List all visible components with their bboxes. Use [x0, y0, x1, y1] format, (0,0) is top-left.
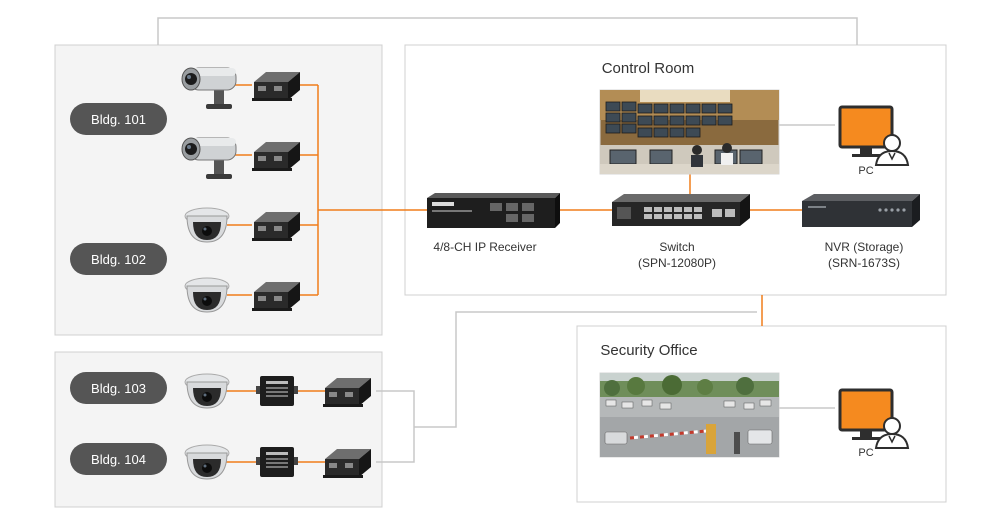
gray-links	[157, 17, 858, 463]
control-room-photo	[599, 89, 780, 175]
security-office-title: Security Office	[600, 342, 697, 359]
transmitter-icon	[256, 447, 298, 477]
bldg-pill-104: Bldg. 104	[70, 443, 167, 475]
transmitter-icon	[256, 376, 298, 406]
bldg-label-103: Bldg. 103	[91, 381, 146, 396]
network-switch-icon	[612, 194, 750, 226]
receiver-label: 4/8-CH IP Receiver	[433, 240, 536, 254]
switch-label: Switch	[659, 240, 694, 254]
nvr-icon	[802, 194, 920, 227]
security-office-pc-label: PC	[858, 447, 873, 459]
switch-model-label: (SPN-12080P)	[638, 256, 716, 270]
bldg-label-102: Bldg. 102	[91, 252, 146, 267]
control-room-title: Control Room	[602, 60, 695, 77]
orange-links	[226, 84, 802, 463]
ip-receiver-icon	[427, 193, 560, 228]
parking-lot-photo	[599, 372, 780, 458]
bldg-pill-102: Bldg. 102	[70, 243, 167, 275]
bldg-label-104: Bldg. 104	[91, 452, 146, 467]
nvr-model-label: (SRN-1673S)	[828, 256, 900, 270]
bldg-pill-101: Bldg. 101	[70, 103, 167, 135]
bldg-pill-103: Bldg. 103	[70, 372, 167, 404]
nvr-label: NVR (Storage)	[825, 240, 904, 254]
control-room-pc-label: PC	[858, 165, 873, 177]
bldg-label-101: Bldg. 101	[91, 112, 146, 127]
